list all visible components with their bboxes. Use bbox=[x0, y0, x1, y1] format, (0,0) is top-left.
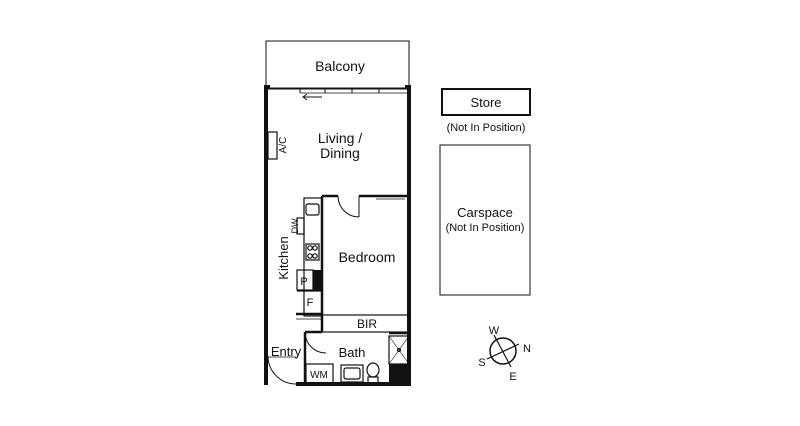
compass-e: E bbox=[509, 371, 516, 383]
wm-label: WM bbox=[310, 370, 328, 381]
compass-w: W bbox=[489, 325, 500, 337]
store-box bbox=[441, 88, 531, 116]
compass-s: S bbox=[478, 357, 485, 369]
bedroom-label: Bedroom bbox=[339, 249, 396, 265]
built-in-robe bbox=[321, 314, 410, 333]
cooktop-icon bbox=[305, 243, 320, 261]
balcony-label: Balcony bbox=[315, 58, 365, 74]
dishwasher-label: DW bbox=[290, 218, 300, 233]
compass-icon bbox=[486, 334, 520, 368]
ac-unit bbox=[267, 131, 278, 160]
carspace-box bbox=[439, 144, 531, 296]
entry-label: Entry bbox=[271, 344, 302, 359]
carspace-label: Carspace bbox=[457, 205, 513, 220]
toilet-icon bbox=[366, 362, 380, 378]
store-note: (Not In Position) bbox=[447, 122, 526, 134]
bath-label: Bath bbox=[339, 345, 366, 360]
dishwasher bbox=[296, 217, 305, 235]
living-label: Living / bbox=[318, 130, 362, 146]
vanity-icon bbox=[340, 364, 364, 383]
store-label: Store bbox=[470, 95, 501, 110]
pantry-label: P bbox=[300, 276, 307, 288]
compass-n: N bbox=[523, 343, 531, 355]
washing-machine bbox=[305, 363, 334, 384]
bir-label: BIR bbox=[357, 317, 377, 331]
fridge-label: F bbox=[307, 297, 314, 309]
ac-label: A/C bbox=[278, 137, 289, 154]
balcony-area bbox=[265, 40, 410, 89]
sink-icon bbox=[305, 203, 320, 216]
kitchen-label: Kitchen bbox=[276, 236, 291, 279]
dining-label: Dining bbox=[320, 145, 360, 161]
carspace-note: (Not In Position) bbox=[446, 222, 525, 234]
